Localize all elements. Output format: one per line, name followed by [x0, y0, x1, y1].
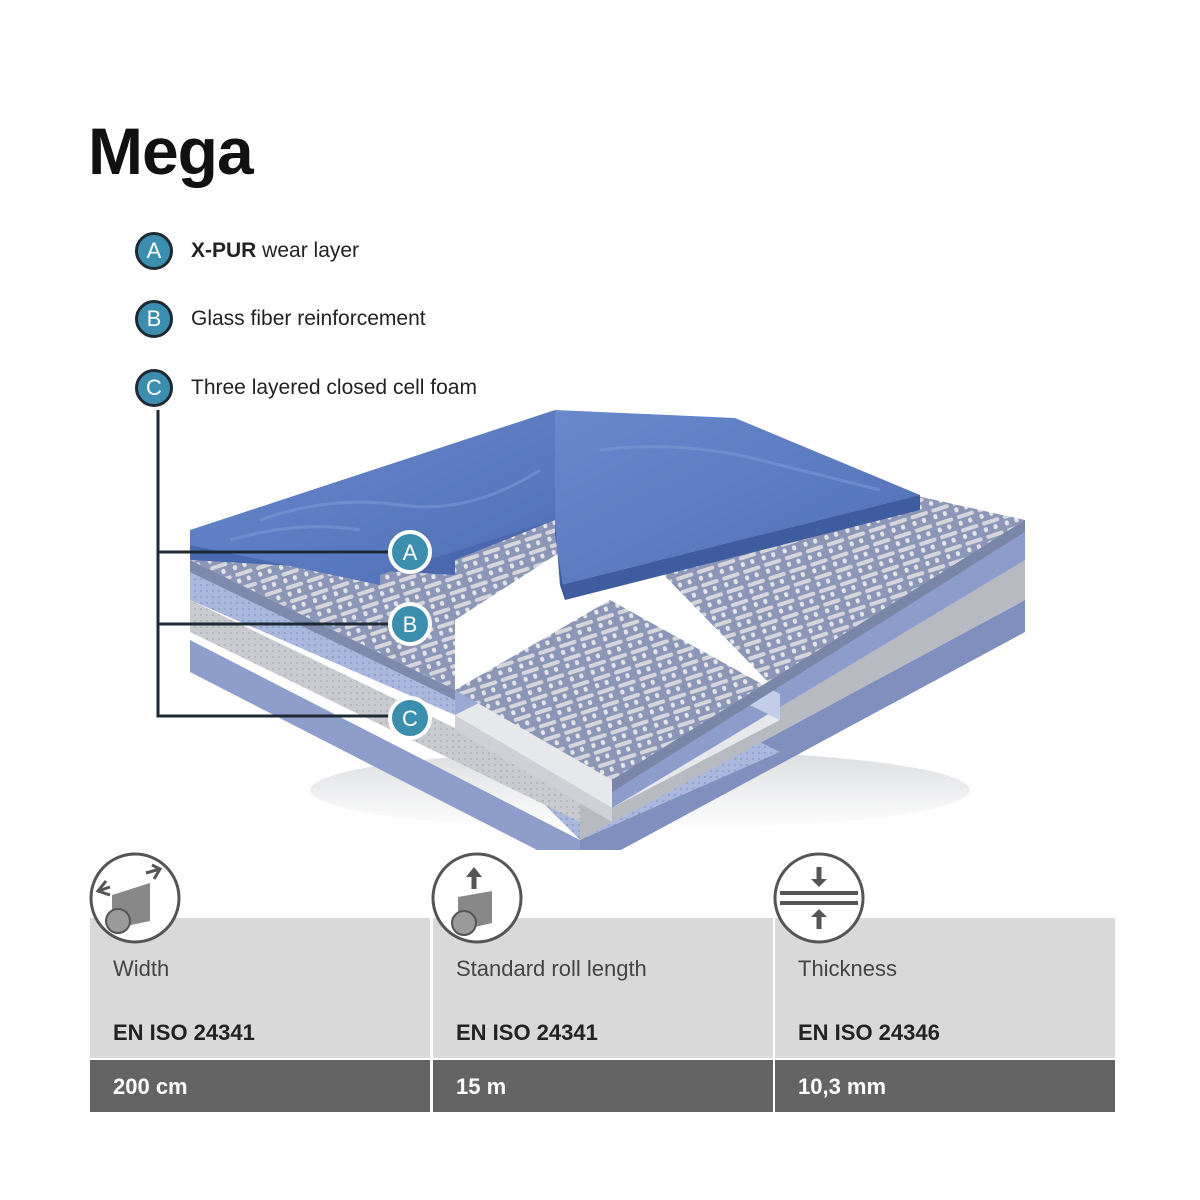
- legend-badge-c: C: [135, 369, 173, 407]
- legend-item-b: B Glass fiber reinforcement: [135, 297, 426, 341]
- callout-c-letter: C: [402, 706, 418, 731]
- spec-width-value-bar: [90, 1060, 430, 1112]
- layer-diagram: A B C: [156, 410, 1025, 850]
- spec-width-label: Width: [113, 956, 170, 981]
- legend-badge-b: B: [135, 300, 173, 338]
- wear-layer-left-top: [190, 410, 555, 585]
- spec-roll-length-label: Standard roll length: [456, 956, 647, 981]
- mesh-edge-right: [612, 520, 1025, 792]
- roll-length-icon: [431, 852, 523, 944]
- callout-c: C: [388, 696, 432, 740]
- grey-foam-right-side: [580, 560, 1025, 840]
- callout-b: B: [388, 602, 432, 646]
- spec-thickness-value-bar: [775, 1060, 1115, 1112]
- wear-layer-edge-right: [560, 495, 920, 600]
- legend-label-b: Glass fiber reinforcement: [191, 307, 426, 330]
- wear-layer-texture: [229, 445, 881, 542]
- wear-layer-right-top: [555, 410, 920, 585]
- spec-roll-length-standard: EN ISO 24341: [456, 1020, 598, 1045]
- spec-roll-length: Standard roll length EN ISO 24341 15 m: [433, 918, 773, 1112]
- wear-layer-inner-edge: [555, 520, 565, 600]
- leader-line-c: [156, 410, 390, 718]
- spec-width: Width EN ISO 24341 200 cm: [90, 918, 430, 1112]
- legend-item-a: A X-PUR wear layer: [135, 229, 359, 273]
- legend-bold-a: X-PUR: [191, 239, 257, 262]
- spec-thickness-standard: EN ISO 24346: [798, 1020, 940, 1045]
- page-title: Mega: [88, 114, 254, 188]
- roll-width-icon: [89, 852, 181, 944]
- spec-thickness-value: 10,3 mm: [798, 1074, 887, 1099]
- legend-text-b: Glass fiber reinforcement: [191, 307, 426, 331]
- spec-width-value: 200 cm: [113, 1074, 188, 1099]
- callout-b-letter: B: [403, 612, 418, 637]
- mesh-edge-left: [190, 560, 455, 700]
- legend-label-a: wear layer: [256, 239, 360, 262]
- legend-badge-a: A: [135, 232, 173, 270]
- legend-text-a: X-PUR wear layer: [191, 239, 359, 263]
- spec-thickness: Thickness EN ISO 24346 10,3 mm: [775, 918, 1115, 1112]
- spec-roll-length-value: 15 m: [456, 1074, 507, 1099]
- bottom-foam-left-side: [190, 640, 580, 850]
- legend-item-c: C Three layered closed cell foam: [135, 366, 477, 410]
- legend-label-c: Three layered closed cell foam: [191, 376, 477, 399]
- grey-foam-step: [455, 715, 612, 822]
- callout-a: A: [388, 530, 432, 574]
- callout-a-letter: A: [403, 540, 418, 565]
- legend-text-c: Three layered closed cell foam: [191, 376, 477, 400]
- spec-roll-length-value-bar: [433, 1060, 773, 1112]
- spec-width-standard: EN ISO 24341: [113, 1020, 255, 1045]
- thickness-icon: [773, 852, 865, 944]
- grey-foam-left-side: [190, 600, 580, 822]
- spec-thickness-label: Thickness: [798, 956, 898, 981]
